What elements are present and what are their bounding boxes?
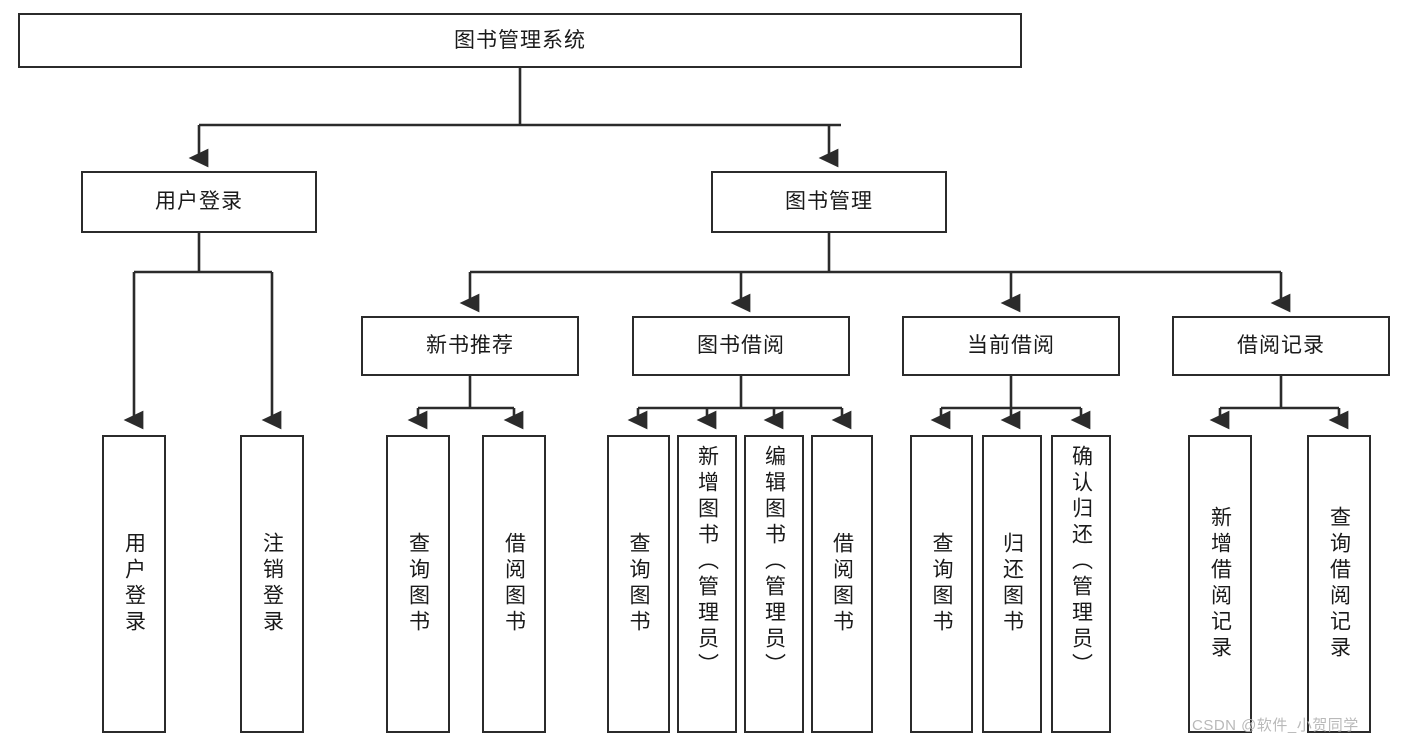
node-leaf-query-record[interactable]: 查询借阅记录 [1307,435,1371,733]
node-leaf-borrow-book-1-label: 借阅图书 [502,532,526,636]
node-user-login[interactable]: 用户登录 [81,171,317,233]
node-leaf-query-book-2-label: 查询图书 [627,532,650,636]
node-leaf-user-login[interactable]: 用户登录 [102,435,166,733]
node-leaf-user-login-label: 用户登录 [122,532,146,636]
node-leaf-add-book-label: 新增图书（管理员） [695,445,719,679]
node-borrow-record-label: 借阅记录 [1237,334,1325,358]
node-leaf-logout-label: 注销登录 [260,532,284,636]
watermark: CSDN @软件_小贺同学 [1192,717,1359,734]
node-leaf-return-book-label: 归还图书 [1000,532,1024,636]
node-current-borrow-label: 当前借阅 [967,334,1055,358]
node-leaf-query-book-2[interactable]: 查询图书 [607,435,670,733]
node-leaf-add-record-label: 新增借阅记录 [1208,506,1232,662]
node-leaf-borrow-book-2[interactable]: 借阅图书 [811,435,873,733]
node-leaf-query-book-3[interactable]: 查询图书 [910,435,973,733]
node-leaf-query-book-1[interactable]: 查询图书 [386,435,450,733]
node-leaf-query-book-3-label: 查询图书 [930,532,953,636]
node-current-borrow[interactable]: 当前借阅 [902,316,1120,376]
node-book-borrow[interactable]: 图书借阅 [632,316,850,376]
node-book-borrow-label: 图书借阅 [697,334,785,358]
node-book-manage[interactable]: 图书管理 [711,171,947,233]
node-new-book-rec[interactable]: 新书推荐 [361,316,579,376]
node-leaf-confirm-return-label: 确认归还（管理员） [1069,445,1093,679]
node-leaf-borrow-book-1[interactable]: 借阅图书 [482,435,546,733]
node-leaf-borrow-book-2-label: 借阅图书 [830,532,854,636]
node-user-login-label: 用户登录 [155,190,243,214]
node-borrow-record[interactable]: 借阅记录 [1172,316,1390,376]
node-root-label: 图书管理系统 [454,28,586,52]
node-leaf-confirm-return[interactable]: 确认归还（管理员） [1051,435,1111,733]
node-leaf-logout[interactable]: 注销登录 [240,435,304,733]
node-leaf-edit-book-label: 编辑图书（管理员） [762,445,786,679]
node-book-manage-label: 图书管理 [785,190,873,214]
node-leaf-add-record[interactable]: 新增借阅记录 [1188,435,1252,733]
node-new-book-rec-label: 新书推荐 [426,334,514,358]
node-leaf-edit-book[interactable]: 编辑图书（管理员） [744,435,804,733]
node-root[interactable]: 图书管理系统 [18,13,1022,68]
node-leaf-return-book[interactable]: 归还图书 [982,435,1042,733]
node-leaf-query-record-label: 查询借阅记录 [1327,506,1351,662]
node-leaf-query-book-1-label: 查询图书 [406,532,430,636]
node-leaf-add-book[interactable]: 新增图书（管理员） [677,435,737,733]
